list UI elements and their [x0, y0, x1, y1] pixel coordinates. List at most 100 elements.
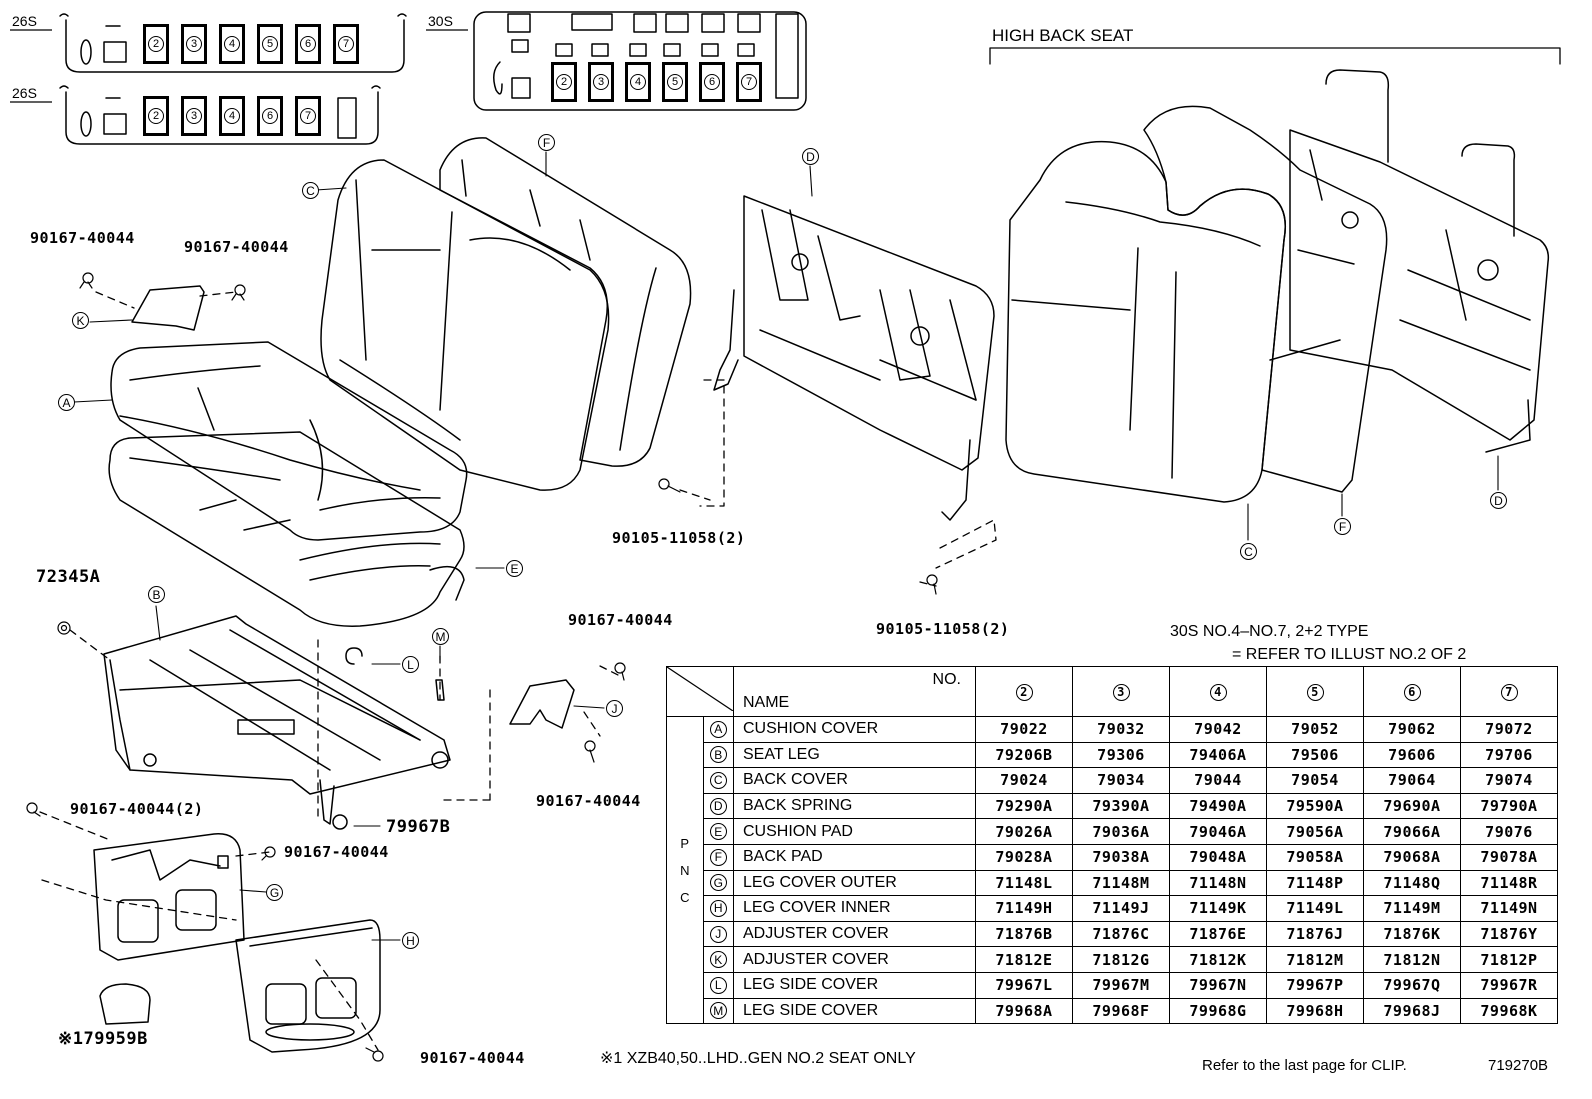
row-code: B [702, 741, 735, 769]
column-header: 2 [975, 666, 1073, 717]
seat-number-box: 4 [625, 62, 651, 102]
seat-number: 3 [593, 74, 609, 90]
seat-number: 4 [224, 36, 240, 52]
part-number-cell: 79968J [1363, 997, 1461, 1025]
row-code: K [702, 946, 735, 973]
callout-l: L [402, 656, 419, 673]
part-90167-40044-h: 90167-40044 [420, 1049, 525, 1067]
fasteners [26, 272, 938, 1062]
part-90167-40044-j-bottom: 90167-40044 [536, 792, 641, 810]
row-code-letter: E [709, 823, 727, 841]
row-code: A [702, 716, 735, 743]
part-number-cell: 79506 [1266, 741, 1364, 769]
adjuster-cover-j-drawing [509, 679, 575, 729]
seat-number: 2 [148, 108, 164, 124]
part-number-cell: 71812P [1460, 946, 1558, 973]
part-90105-11058-a: 90105-11058(2) [612, 529, 746, 547]
part-number-cell: 79024 [975, 767, 1073, 794]
part-number-cell: 71876K [1363, 920, 1461, 948]
column-header: 7 [1460, 666, 1558, 717]
solid-leaders [73, 151, 1499, 941]
row-code: H [702, 895, 735, 922]
part-number-cell: 71812G [1072, 946, 1170, 973]
row-code: J [702, 920, 735, 948]
footnote: ※1 XZB40,50..LHD..GEN NO.2 SEAT ONLY [600, 1050, 916, 1067]
layout-label-26s-b: 26S [12, 85, 37, 101]
part-name: LEG SIDE COVER [733, 997, 976, 1025]
part-number-cell: 71148Q [1363, 869, 1461, 897]
pnc-letter: N [680, 862, 690, 878]
part-number-cell: 71149L [1266, 895, 1364, 922]
part-number-cell: 79058A [1266, 843, 1364, 871]
seat-number: 5 [262, 36, 278, 52]
part-number-cell: 79074 [1460, 767, 1558, 794]
part-number-cell: 79968A [975, 997, 1073, 1025]
part-number-cell: 71876Y [1460, 920, 1558, 948]
part-number-cell: 71812K [1169, 946, 1267, 973]
seat-number-box: 7 [736, 62, 762, 102]
part-number-cell: 71149H [975, 895, 1073, 922]
part-number-cell: 79046A [1169, 818, 1267, 845]
title-bracket [989, 47, 1561, 65]
part-number-cell: 79028A [975, 843, 1073, 871]
part-number-cell: 79068A [1363, 843, 1461, 871]
part-number-cell: 71148M [1072, 869, 1170, 897]
part-number-cell: 79032 [1072, 716, 1170, 743]
row-code-letter: D [709, 797, 727, 815]
part-name: ADJUSTER COVER [733, 946, 976, 973]
row-code: M [702, 997, 735, 1025]
part-79967b: 79967B [386, 817, 451, 837]
part-number-cell: 79072 [1460, 716, 1558, 743]
row-code-letter: B [709, 746, 727, 764]
seat-number: 6 [262, 108, 278, 124]
callout-f-right: F [1334, 518, 1351, 535]
column-number: 6 [1403, 683, 1421, 701]
part-number-cell: 79706 [1460, 741, 1558, 769]
part-number-cell: 71149M [1363, 895, 1461, 922]
seat-number-box: 5 [662, 62, 688, 102]
seat-number-box: 2 [143, 96, 169, 136]
part-number-cell: 71148L [975, 869, 1073, 897]
part-number-cell: 79968K [1460, 997, 1558, 1025]
part-number-cell: 79968G [1169, 997, 1267, 1025]
part-number-cell: 79306 [1072, 741, 1170, 769]
part-number-cell: 79290A [975, 792, 1073, 820]
high-back-cover-drawing [1005, 140, 1286, 503]
layout-26s-b [59, 85, 381, 145]
seat-number: 7 [300, 108, 316, 124]
part-number-cell: 71812E [975, 946, 1073, 973]
column-number: 4 [1209, 683, 1227, 701]
leg-cover-inner-drawing [235, 919, 381, 1053]
part-number-cell: 79606 [1363, 741, 1461, 769]
row-code-letter: L [709, 976, 727, 994]
part-name: ADJUSTER COVER [733, 920, 976, 948]
seat-number-box: 5 [257, 24, 283, 64]
part-name: LEG COVER OUTER [733, 869, 976, 897]
part-number-cell: 79590A [1266, 792, 1364, 820]
callout-d-right: D [1490, 492, 1507, 509]
header-name-label: NAME [743, 694, 790, 711]
adjuster-cover-k-drawing [131, 285, 205, 331]
part-number-cell: 79044 [1169, 767, 1267, 794]
seat-number: 6 [300, 36, 316, 52]
callout-g: G [266, 884, 283, 901]
callout-m: M [432, 628, 449, 645]
part-72345a: 72345A [36, 567, 101, 587]
row-code: L [702, 971, 735, 999]
part-number-cell: 79968H [1266, 997, 1364, 1025]
seat-number-box: 3 [181, 24, 207, 64]
layout-label-30s: 30S [428, 13, 453, 29]
part-number-cell: 79967M [1072, 971, 1170, 999]
callout-d-left: D [802, 148, 819, 165]
note-30s-line1: 30S NO.4–NO.7, 2+2 TYPE [1170, 623, 1369, 640]
part-number-cell: 79490A [1169, 792, 1267, 820]
part-number-cell: 79206B [975, 741, 1073, 769]
row-code-letter: J [709, 925, 727, 943]
part-number-cell: 79052 [1266, 716, 1364, 743]
